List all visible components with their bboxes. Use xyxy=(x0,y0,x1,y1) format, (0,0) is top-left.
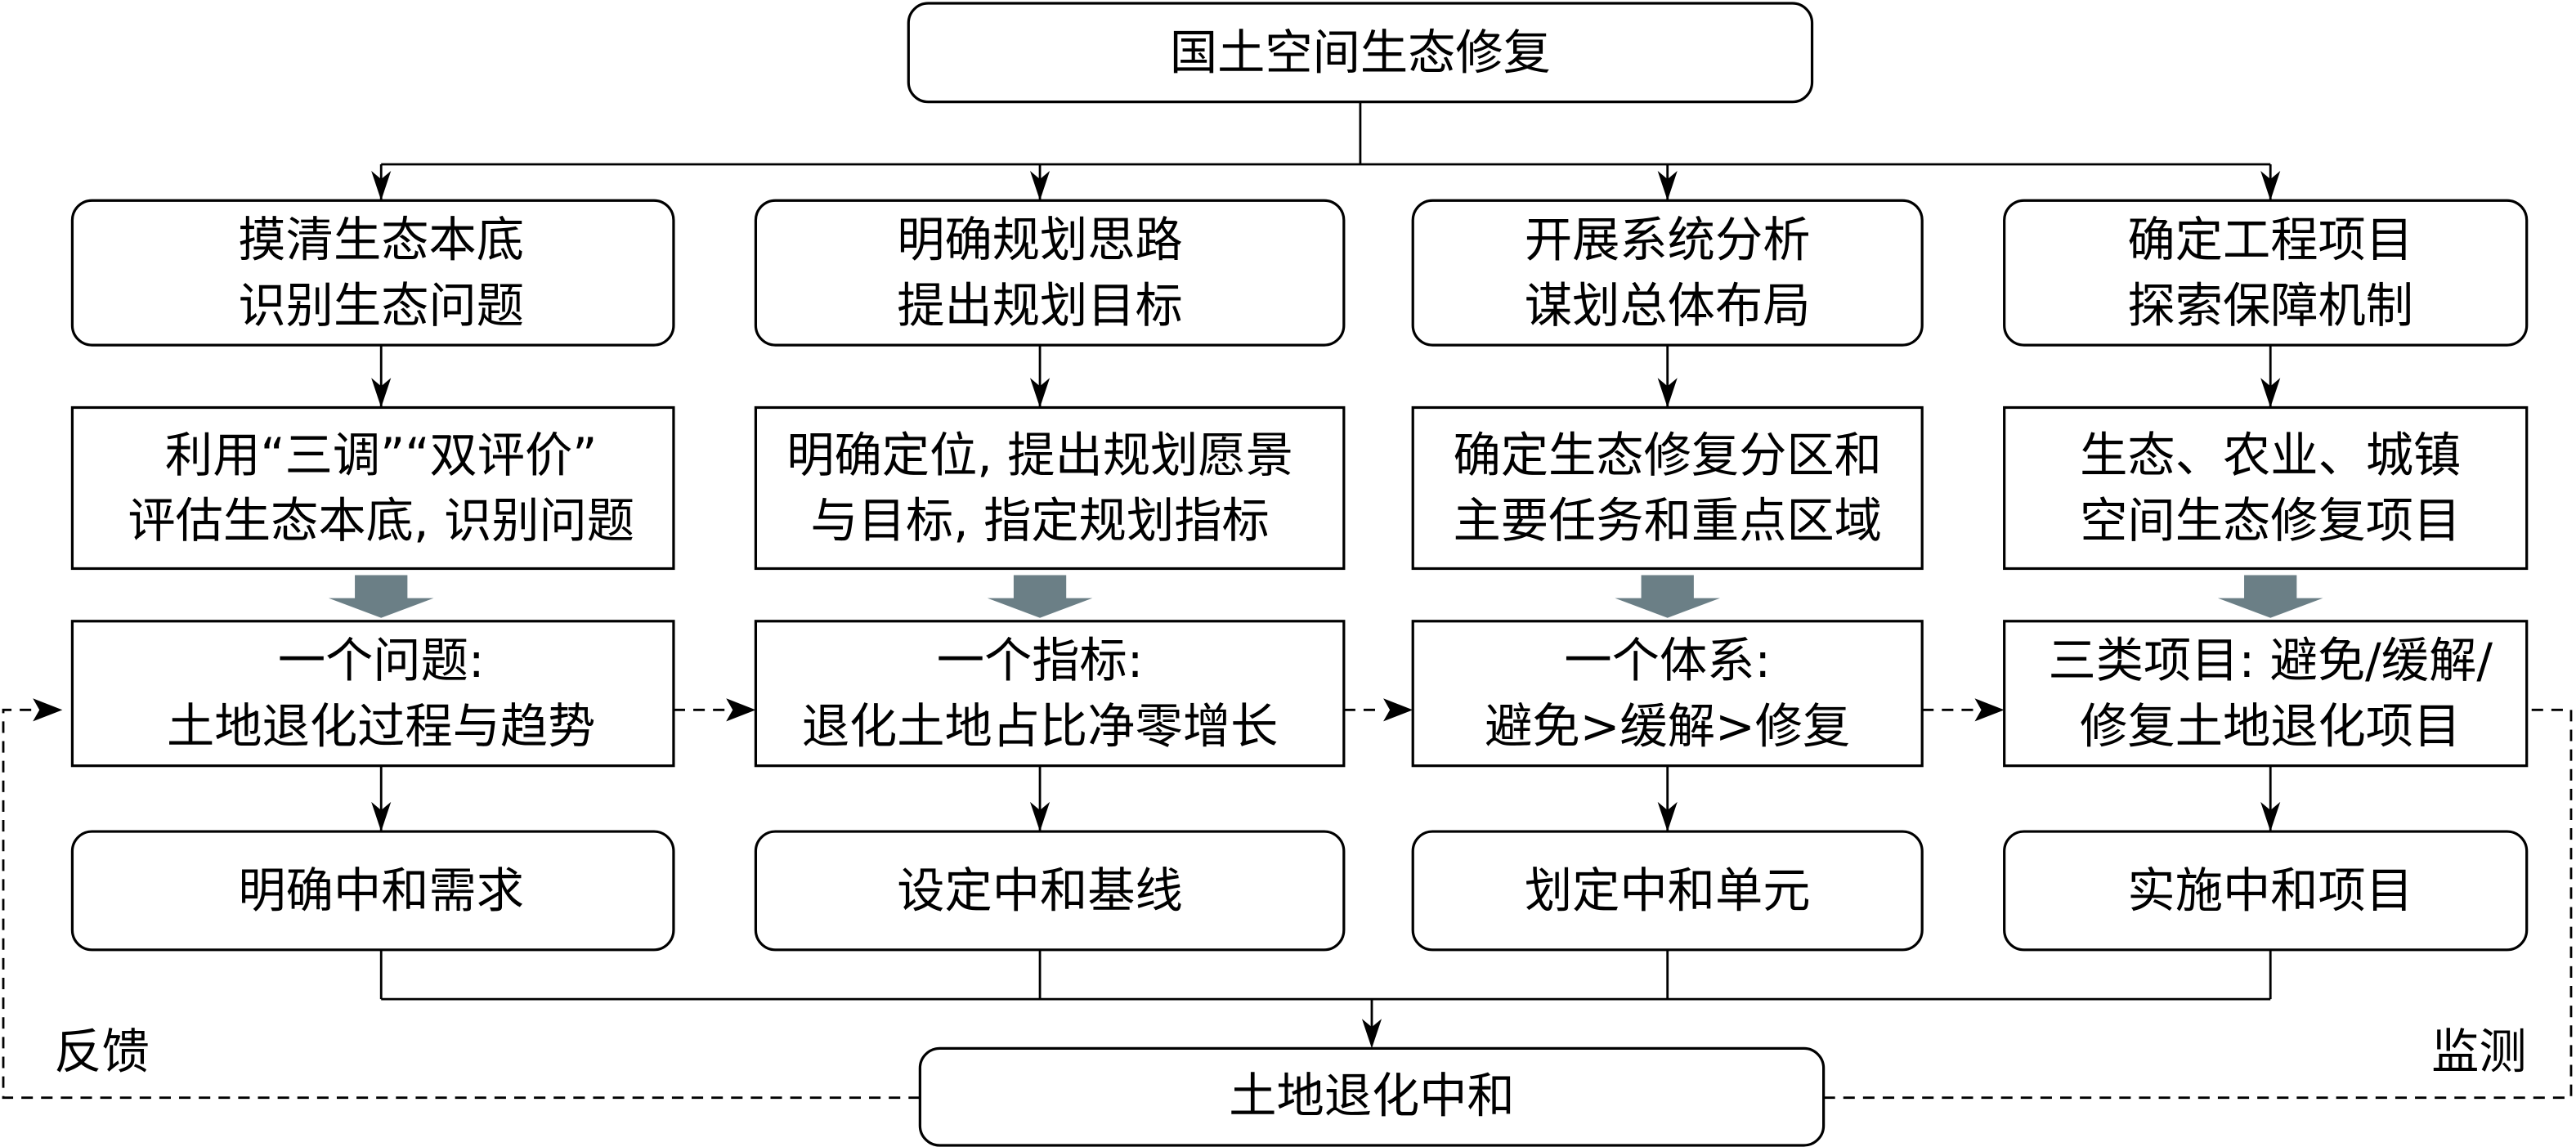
method-box xyxy=(1411,405,1924,571)
action-label: 实施中和项目 xyxy=(2127,862,2413,918)
top-node-label: 国土空间生态修复 xyxy=(1170,25,1551,80)
stage-label: 探索保障机制 xyxy=(2127,278,2413,334)
action-box xyxy=(754,830,1346,952)
stage-label: 开展系统分析 xyxy=(1525,212,1811,267)
method-label: 生态、农业、城镇 xyxy=(2080,428,2461,483)
stage-box xyxy=(754,199,1346,347)
stage-label: 摸清生态本底 xyxy=(238,212,524,267)
monitor-label: 监测 xyxy=(2431,1024,2527,1079)
stage-label: 明确规划思路 xyxy=(897,212,1183,267)
action-box xyxy=(2003,830,2529,952)
arrow-down-icon xyxy=(2260,378,2281,408)
arrow-right-icon xyxy=(1383,698,1413,722)
concept-label: 一个指标: xyxy=(937,633,1144,688)
arrow-down-icon xyxy=(371,378,392,408)
action-box xyxy=(70,830,675,952)
stage-label: 谋划总体布局 xyxy=(1525,278,1811,334)
stage-box xyxy=(2003,199,2529,347)
method-label: 确定生态修复分区和 xyxy=(1454,428,1882,483)
concept-label: 三类项目: 避免/缓解/ xyxy=(2048,633,2493,688)
method-box xyxy=(2003,405,2529,571)
method-label: 与目标, 指定规划指标 xyxy=(810,493,1269,549)
concept-box xyxy=(754,620,1346,768)
method-box xyxy=(70,405,675,571)
result-node-label: 土地退化中和 xyxy=(1229,1069,1515,1124)
action-label: 划定中和单元 xyxy=(1525,862,1811,918)
arrow-down-icon xyxy=(371,801,392,832)
arrow-down-icon xyxy=(1029,801,1051,832)
method-label: 空间生态修复项目 xyxy=(2080,493,2461,549)
arrow-right-icon xyxy=(1974,698,2005,722)
arrow-down-icon xyxy=(1029,171,1051,201)
concept-label: 退化土地占比净零增长 xyxy=(802,698,1279,754)
stage-box xyxy=(70,199,675,347)
arrow-right-icon xyxy=(726,698,756,722)
feedback-arrow-icon xyxy=(33,698,63,722)
stage-label: 确定工程项目 xyxy=(2127,212,2413,267)
feedback-label: 反馈 xyxy=(54,1024,150,1079)
arrow-down-icon xyxy=(371,171,392,201)
arrow-down-icon xyxy=(1361,1019,1382,1049)
method-label: 评估生态本底, 识别问题 xyxy=(128,493,634,549)
block-arrow-icon xyxy=(328,575,434,618)
arrow-down-icon xyxy=(1657,171,1678,201)
arrow-down-icon xyxy=(1029,378,1051,408)
concept-box xyxy=(70,620,675,768)
concept-box xyxy=(2003,620,2529,768)
concept-label: 避免>缓解>修复 xyxy=(1485,698,1850,754)
result-node: 土地退化中和 xyxy=(918,1046,1826,1147)
stage-label: 识别生态问题 xyxy=(238,278,524,334)
top-node: 国土空间生态修复 xyxy=(907,2,1814,104)
method-label: 明确定位, 提出规划愿景 xyxy=(786,428,1293,483)
arrow-down-icon xyxy=(1657,801,1678,832)
stage-label: 提出规划目标 xyxy=(897,278,1183,334)
method-label: 利用“三调”“双评价” xyxy=(165,428,598,483)
concept-label: 一个体系: xyxy=(1564,633,1771,688)
arrow-down-icon xyxy=(1657,378,1678,408)
arrow-down-icon xyxy=(2260,801,2281,832)
method-label: 主要任务和重点区域 xyxy=(1454,493,1882,549)
method-box xyxy=(754,405,1346,571)
concept-label: 修复土地退化项目 xyxy=(2080,698,2461,754)
concept-label: 一个问题: xyxy=(278,633,485,688)
concept-box xyxy=(1411,620,1924,768)
action-label: 明确中和需求 xyxy=(238,862,524,918)
arrow-down-icon xyxy=(2260,171,2281,201)
block-arrow-icon xyxy=(1615,575,1721,618)
block-arrow-icon xyxy=(2217,575,2323,618)
concept-label: 土地退化过程与趋势 xyxy=(167,698,595,754)
block-arrow-icon xyxy=(987,575,1093,618)
action-label: 设定中和基线 xyxy=(897,862,1183,918)
feedback-loop-line xyxy=(2,708,921,1100)
